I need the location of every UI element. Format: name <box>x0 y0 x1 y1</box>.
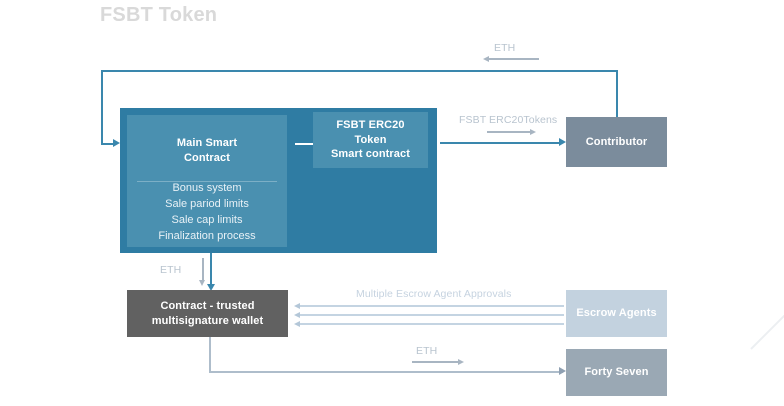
escrow-approval-line <box>300 305 564 307</box>
edge-label-escrow-approvals: Multiple Escrow Agent Approvals <box>356 288 512 300</box>
arrow-right-icon <box>295 143 315 145</box>
tokens-indicator-arrowhead-icon <box>530 128 536 135</box>
edge-label-eth-fortyseven: ETH <box>416 345 438 357</box>
eth-loop-top-segment <box>101 70 618 72</box>
eth-top-indicator-line <box>489 58 539 60</box>
escrow-approval-line <box>300 314 564 316</box>
eth-fortyseven-arrowhead-icon <box>559 367 566 375</box>
feature-item: Finalization process <box>158 229 256 242</box>
edge-label-eth-multisig: ETH <box>160 264 182 276</box>
tokens-edge-arrowhead-icon <box>559 138 566 146</box>
eth-down-edge-line <box>210 253 212 286</box>
multisig-line2: multisignature wallet <box>151 314 264 327</box>
escrow-agents-box[interactable]: Escrow Agents <box>566 290 667 337</box>
eth-down-indicator-arrowhead-icon <box>198 280 205 286</box>
escrow-agents-label: Escrow Agents <box>576 307 657 320</box>
erc20-line2: Token <box>354 133 387 146</box>
eth-loop-entry-segment <box>101 143 115 145</box>
eth-fortyseven-indicator-line <box>412 361 460 363</box>
main-smart-contract-title: Main Smart Contract <box>127 115 287 165</box>
tokens-indicator-line <box>487 131 532 133</box>
eth-top-indicator-arrowhead-icon <box>483 55 489 62</box>
escrow-approval-arrowhead-icon <box>294 320 300 327</box>
main-smart-contract-title-line2: Contract <box>183 151 231 164</box>
escrow-approval-line <box>300 323 564 325</box>
eth-fortyseven-indicator-arrowhead-icon <box>458 358 464 365</box>
main-smart-contract-title-line1: Main Smart <box>176 137 238 149</box>
main-smart-contract-divider <box>137 181 277 182</box>
multisig-line1: Contract - trusted <box>160 299 255 312</box>
forty-seven-box[interactable]: Forty Seven <box>566 349 667 396</box>
feature-item: Bonus system <box>172 182 242 195</box>
fsbt-erc20-token-box[interactable]: FSBT ERC20 Token Smart contract <box>313 112 428 168</box>
erc20-line1: FSBT ERC20 <box>336 119 405 132</box>
eth-loop-right-segment <box>616 70 618 117</box>
page-title: FSBT Token <box>100 4 218 26</box>
eth-fortyseven-horizontal-segment <box>209 371 563 373</box>
contributor-box[interactable]: Contributor <box>566 117 667 167</box>
eth-down-edge-arrowhead-icon <box>207 284 215 291</box>
multisignature-wallet-box[interactable]: Contract - trusted multisignature wallet <box>127 290 288 337</box>
contributor-label: Contributor <box>585 135 648 148</box>
escrow-approval-arrowhead-icon <box>294 302 300 309</box>
tokens-edge-line <box>440 142 562 144</box>
eth-down-indicator-line <box>202 258 204 282</box>
feature-item: Sale pariod limits <box>165 197 249 210</box>
erc20-line3: Smart contract <box>330 148 411 161</box>
forty-seven-label: Forty Seven <box>584 366 649 379</box>
edge-label-fsbt-erc20-tokens: FSBT ERC20Tokens <box>459 114 558 126</box>
main-smart-contract-box[interactable]: Main Smart Contract Bonus system Sale pa… <box>127 115 287 247</box>
escrow-approval-arrowhead-icon <box>294 311 300 318</box>
eth-loop-left-segment <box>101 70 103 144</box>
feature-item: Sale cap limits <box>171 213 243 226</box>
main-smart-contract-features: Bonus system Sale pariod limits Sale cap… <box>127 165 287 245</box>
eth-fortyseven-vertical-segment <box>209 337 211 373</box>
corner-decoration-line <box>750 314 784 350</box>
edge-label-eth-top: ETH <box>494 42 516 54</box>
eth-loop-arrowhead-icon <box>113 139 120 147</box>
